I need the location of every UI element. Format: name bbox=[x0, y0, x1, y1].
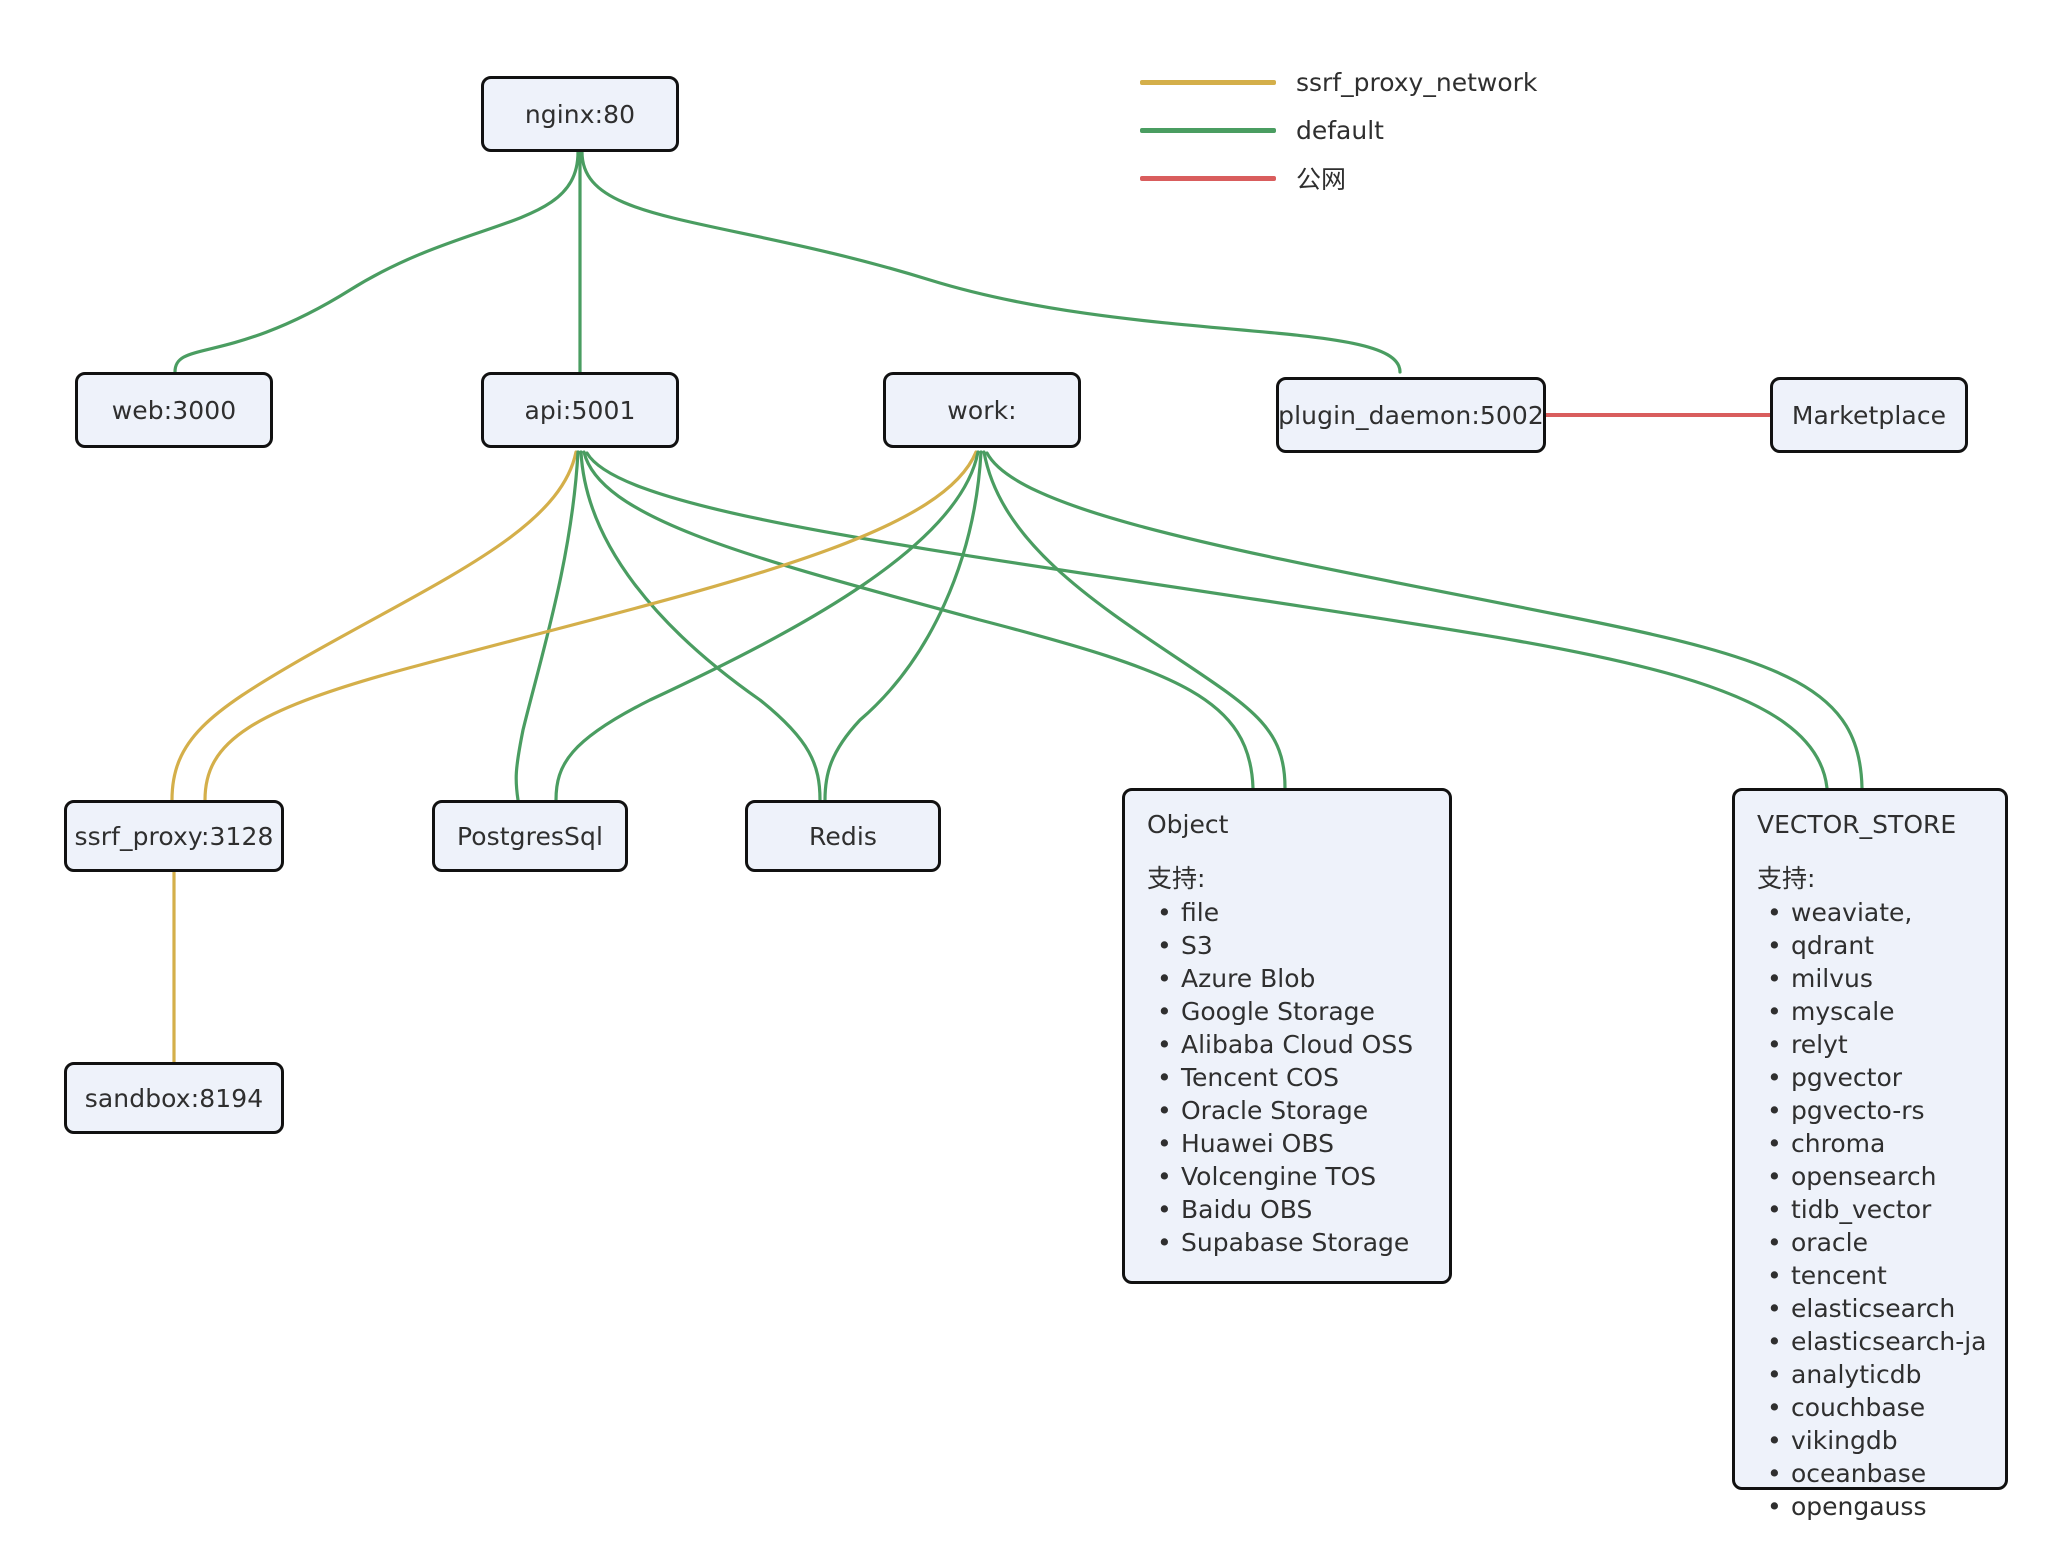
node-work[interactable]: work: bbox=[883, 372, 1081, 448]
list-item: Baidu OBS bbox=[1157, 1193, 1427, 1226]
node-redis[interactable]: Redis bbox=[745, 800, 941, 872]
edge-nginx-web bbox=[173, 150, 580, 374]
list-item: milvus bbox=[1767, 962, 1983, 995]
node-vector-store[interactable]: VECTOR_STORE 支持: weaviate, qdrant milvus… bbox=[1732, 788, 2008, 1523]
list-item: elasticsearch-ja bbox=[1767, 1325, 1987, 1358]
list-item: elasticsearch bbox=[1767, 1292, 1983, 1325]
edge-api-object bbox=[582, 450, 1255, 790]
list-item: couchbase bbox=[1767, 1391, 1983, 1424]
node-sandbox[interactable]: sandbox:8194 bbox=[64, 1062, 284, 1134]
edge-work-ssrf-proxy bbox=[203, 450, 978, 802]
legend-label: default bbox=[1296, 115, 1384, 145]
list-item: Volcengine TOS bbox=[1157, 1160, 1427, 1193]
node-redis-label: Redis bbox=[809, 821, 877, 851]
object-store-title: Object bbox=[1147, 810, 1229, 839]
list-item: opengauss bbox=[1767, 1490, 1983, 1523]
edge-work-object bbox=[982, 450, 1287, 790]
node-plugin-daemon[interactable]: plugin_daemon:5002 bbox=[1276, 377, 1546, 453]
legend-line-icon bbox=[1140, 127, 1276, 133]
node-nginx-label: nginx:80 bbox=[524, 99, 636, 129]
node-work-label: work: bbox=[947, 395, 1017, 425]
list-item: S3 bbox=[1157, 929, 1427, 962]
node-api-label: api:5001 bbox=[524, 395, 636, 425]
list-item: Google Storage bbox=[1157, 995, 1427, 1028]
list-item: tencent bbox=[1767, 1259, 1983, 1292]
legend-item-public-network: 公网 bbox=[1140, 154, 1537, 202]
legend-line-icon bbox=[1140, 175, 1276, 181]
node-marketplace-label: Marketplace bbox=[1791, 400, 1947, 430]
node-postgres-label: PostgresSql bbox=[456, 821, 604, 851]
legend-item-ssrf-proxy-network: ssrf_proxy_network bbox=[1140, 58, 1537, 106]
list-item: Azure Blob bbox=[1157, 962, 1427, 995]
list-item: opensearch bbox=[1767, 1160, 1983, 1193]
node-ssrf-proxy[interactable]: ssrf_proxy:3128 bbox=[64, 800, 284, 872]
node-marketplace[interactable]: Marketplace bbox=[1770, 377, 1968, 453]
edge-work-vector-store bbox=[985, 451, 1864, 790]
list-item: Huawei OBS bbox=[1157, 1127, 1427, 1160]
legend-item-default: default bbox=[1140, 106, 1537, 154]
node-web[interactable]: web:3000 bbox=[75, 372, 273, 448]
list-item: file bbox=[1157, 896, 1427, 929]
list-item: pgvecto-rs bbox=[1767, 1094, 1983, 1127]
node-web-label: web:3000 bbox=[111, 395, 237, 425]
list-item: Supabase Storage bbox=[1157, 1226, 1427, 1259]
edge-work-postgres bbox=[554, 450, 980, 802]
list-item: qdrant bbox=[1767, 929, 1983, 962]
edge-api-redis bbox=[579, 450, 822, 802]
list-item: weaviate, bbox=[1767, 896, 1983, 929]
list-item: Tencent COS bbox=[1157, 1061, 1427, 1094]
node-api[interactable]: api:5001 bbox=[481, 372, 679, 448]
list-item: vikingdb bbox=[1767, 1424, 1983, 1457]
list-item: analyticdb bbox=[1767, 1358, 1983, 1391]
edge-api-vector-store bbox=[585, 451, 1829, 790]
list-item: chroma bbox=[1767, 1127, 1983, 1160]
legend-line-icon bbox=[1140, 79, 1276, 85]
list-item: relyt bbox=[1767, 1028, 1983, 1061]
object-store-subtitle: 支持: bbox=[1147, 863, 1206, 893]
list-item: myscale bbox=[1767, 995, 1983, 1028]
node-sandbox-label: sandbox:8194 bbox=[84, 1083, 264, 1113]
vector-store-title: VECTOR_STORE bbox=[1757, 810, 1957, 839]
list-item: Oracle Storage bbox=[1157, 1094, 1427, 1127]
node-nginx[interactable]: nginx:80 bbox=[481, 76, 679, 152]
object-store-list: file S3 Azure Blob Google Storage Alibab… bbox=[1147, 896, 1427, 1259]
edge-api-postgres bbox=[514, 450, 580, 802]
node-postgres[interactable]: PostgresSql bbox=[432, 800, 628, 872]
node-ssrf-proxy-label: ssrf_proxy:3128 bbox=[74, 821, 274, 851]
list-item: oceanbase bbox=[1767, 1457, 1983, 1490]
vector-store-subtitle: 支持: bbox=[1757, 863, 1816, 893]
node-object-store[interactable]: Object 支持: file S3 Azure Blob Google Sto… bbox=[1122, 788, 1452, 1284]
vector-store-list: weaviate, qdrant milvus myscale relyt pg… bbox=[1757, 896, 1987, 1523]
list-item: oracle bbox=[1767, 1226, 1983, 1259]
list-item: pgvector bbox=[1767, 1061, 1983, 1094]
legend-label: 公网 bbox=[1296, 165, 1347, 194]
list-item: Alibaba Cloud OSS bbox=[1157, 1028, 1427, 1061]
node-plugin-daemon-label: plugin_daemon:5002 bbox=[1278, 400, 1544, 430]
list-item: tidb_vector bbox=[1767, 1193, 1983, 1226]
legend: ssrf_proxy_network default 公网 bbox=[1140, 58, 1537, 202]
legend-label: ssrf_proxy_network bbox=[1296, 67, 1538, 97]
edge-work-redis bbox=[823, 450, 983, 802]
edge-api-ssrf-proxy bbox=[170, 450, 578, 802]
